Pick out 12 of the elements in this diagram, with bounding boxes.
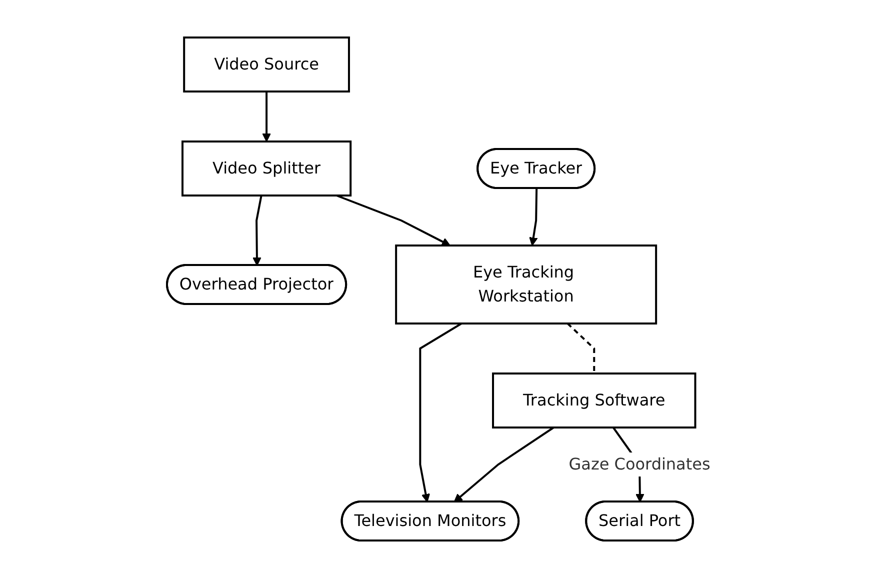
edge-label: Gaze Coordinates (568, 454, 710, 474)
node-box: Video Splitter (181, 140, 352, 196)
node-box: Video Source (182, 36, 350, 92)
connector (566, 322, 595, 374)
arrow (252, 195, 262, 266)
arrow (419, 322, 462, 502)
arrow (262, 92, 271, 142)
node-box: Tracking Software (492, 372, 696, 428)
arrow (454, 426, 554, 502)
arrow (528, 188, 538, 246)
arrow (336, 194, 450, 246)
node-box: Eye Tracking Workstation (394, 244, 657, 324)
